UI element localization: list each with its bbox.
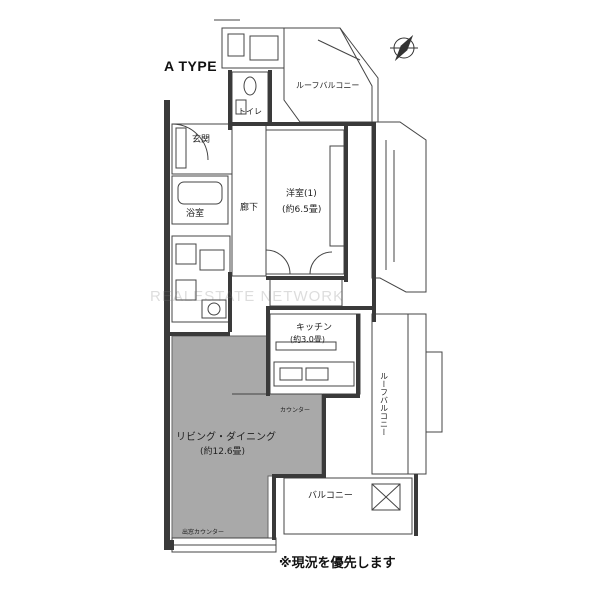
roof-balcony-right-rail bbox=[425, 351, 443, 433]
pipe-shaft bbox=[249, 35, 279, 61]
outdoor-unit bbox=[371, 483, 401, 511]
balcony bbox=[283, 477, 413, 535]
washing-machine-space bbox=[201, 299, 227, 319]
label-western-room: 洋室(1) bbox=[286, 187, 317, 199]
label-corridor: 廊下 bbox=[240, 201, 258, 213]
western-room-door-swing bbox=[265, 249, 291, 275]
label-balcony: バルコニー bbox=[308, 490, 353, 501]
roof-balcony-top bbox=[283, 27, 373, 123]
label-bath: 浴室 bbox=[186, 207, 204, 219]
label-counter: カウンター bbox=[280, 406, 310, 414]
plan-type-label: A TYPE bbox=[164, 58, 218, 74]
compass-icon bbox=[390, 34, 418, 62]
label-kitchen-size: (約3.0畳) bbox=[290, 334, 325, 344]
entrance bbox=[171, 123, 233, 175]
label-western-room-size: (約6.5畳) bbox=[282, 203, 321, 215]
bathtub bbox=[177, 181, 223, 205]
entrance-door-swing bbox=[171, 123, 209, 161]
label-living-dining: リビング・ダイニング bbox=[176, 430, 276, 443]
roof-balcony-side bbox=[371, 121, 427, 293]
washroom bbox=[171, 235, 231, 323]
toilet-fixture bbox=[243, 76, 257, 96]
bathroom bbox=[171, 175, 229, 225]
closet bbox=[329, 145, 345, 247]
exterior-wall-left bbox=[164, 100, 170, 550]
label-living-dining-size: (約12.6畳) bbox=[200, 445, 245, 457]
label-entrance: 玄関 bbox=[192, 133, 210, 145]
meter-box bbox=[227, 33, 245, 57]
label-roof-balcony-top: ルーフバルコニー bbox=[296, 81, 359, 90]
watermark: REALESTATE NETWORK bbox=[150, 288, 345, 305]
label-window-counter: 出窓カウンター bbox=[182, 528, 224, 536]
corridor bbox=[231, 123, 267, 277]
stove bbox=[275, 341, 337, 351]
kitchen-counter bbox=[273, 361, 355, 387]
label-roof-balcony-right: ルーフバルコニー bbox=[380, 372, 389, 436]
label-kitchen: キッチン bbox=[296, 322, 332, 333]
toilet-room bbox=[231, 71, 269, 125]
sink bbox=[279, 367, 303, 381]
label-toilet: トイレ bbox=[238, 107, 262, 116]
disclaimer-note: ※現況を優先します bbox=[279, 556, 396, 571]
